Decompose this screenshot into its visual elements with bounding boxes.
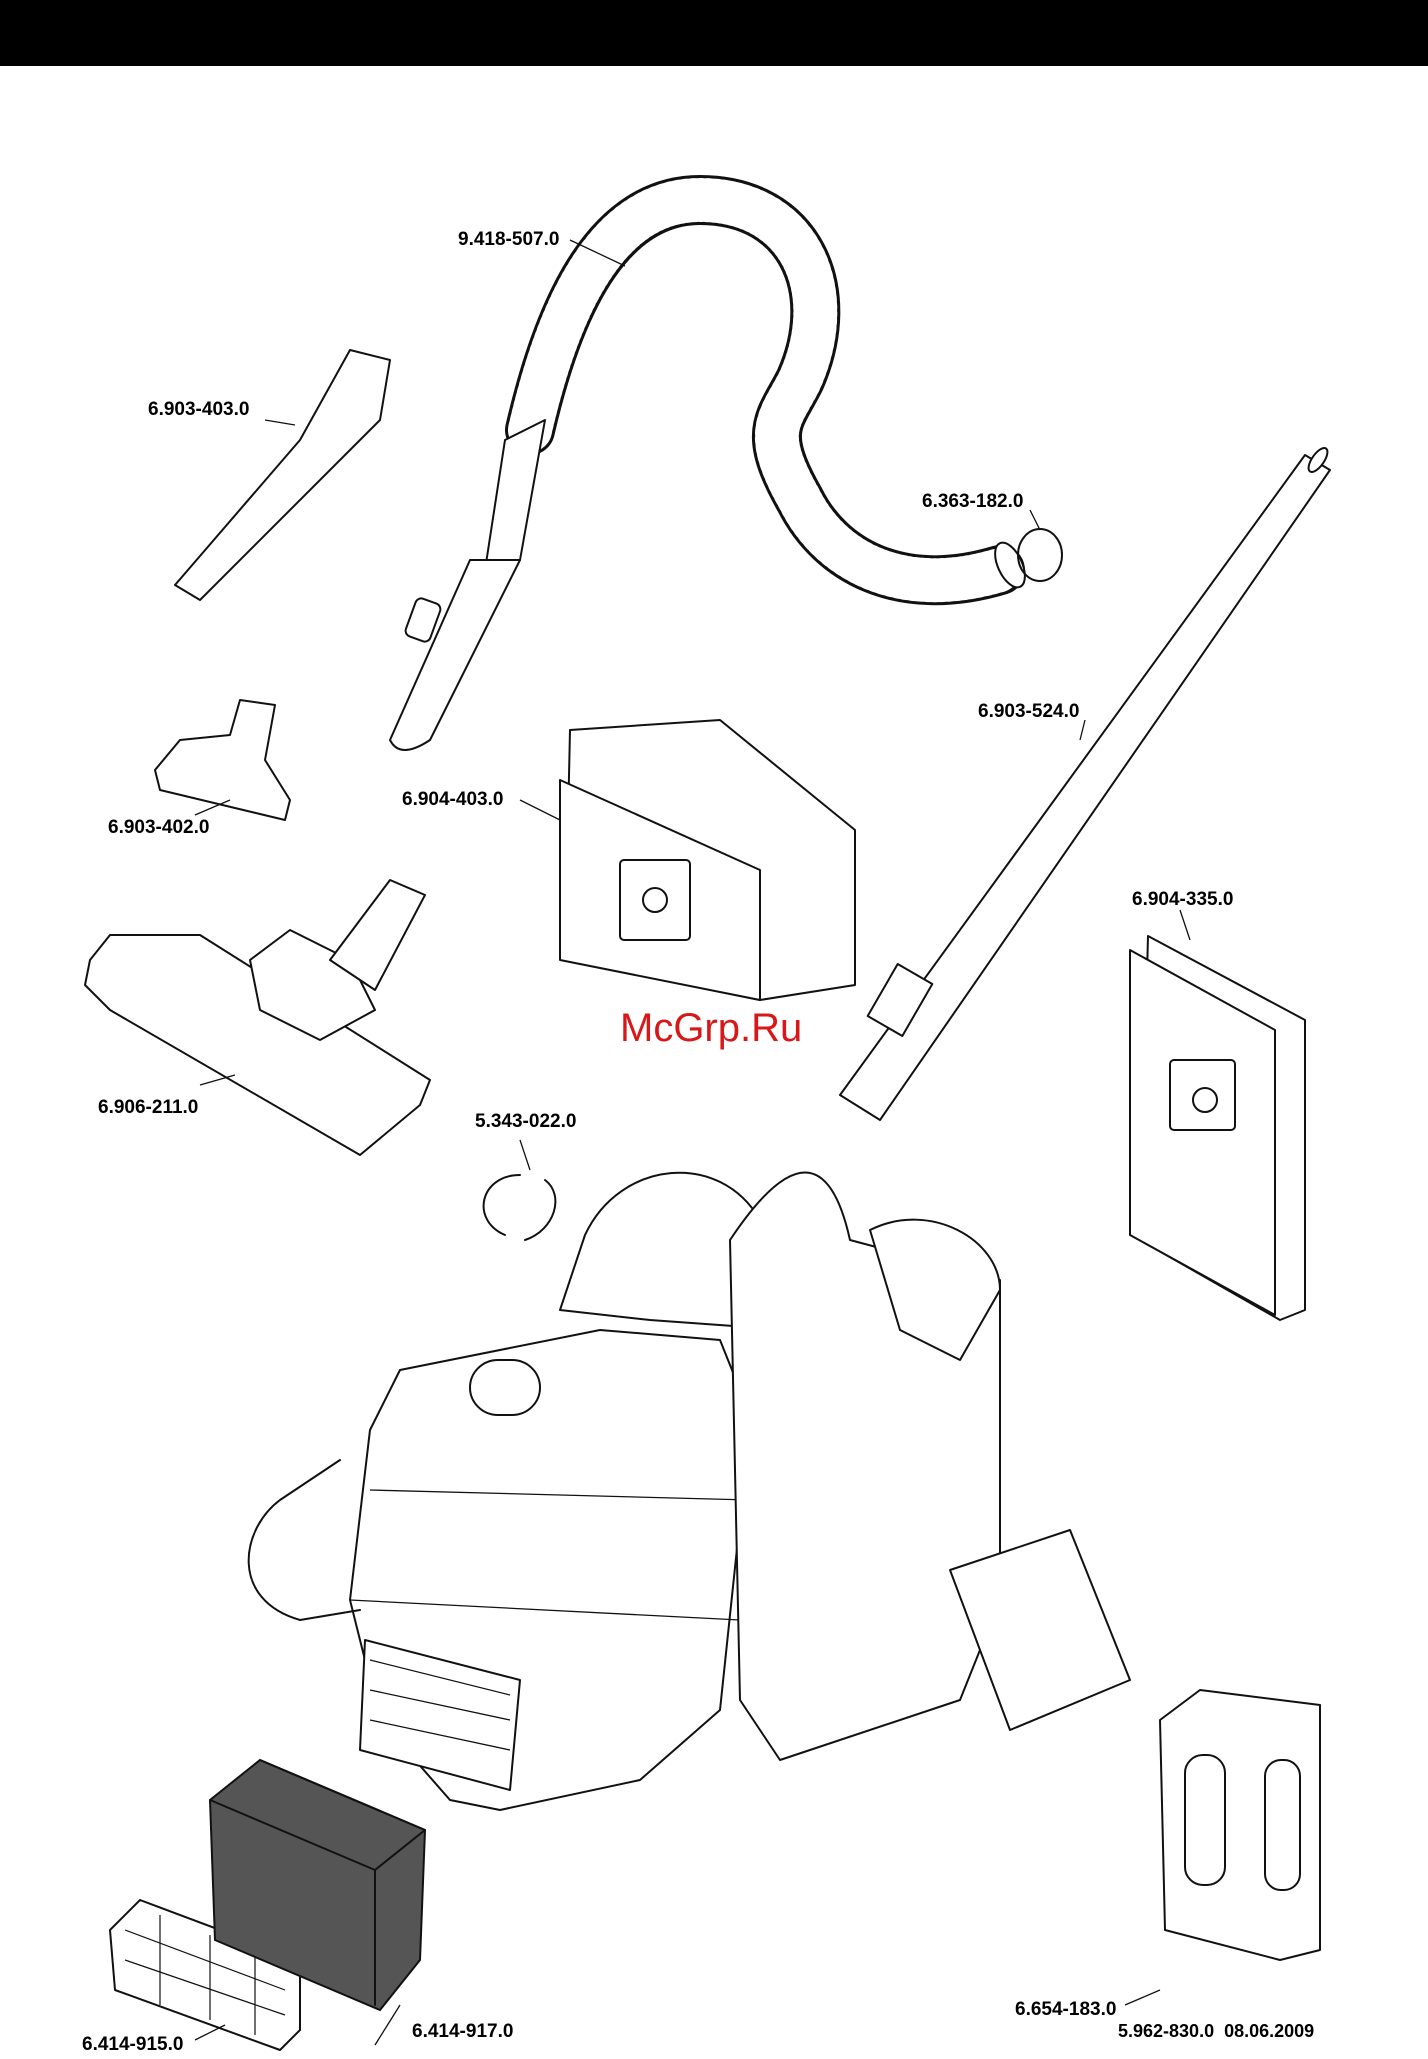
watermark: McGrp.Ru (620, 1008, 802, 1048)
part-label-filter-bag-pack: 6.904-403.0 (402, 790, 503, 809)
part-label-floor-nozzle: 6.906-211.0 (98, 1098, 198, 1117)
part-label-o-ring: 6.363-182.0 (922, 492, 1023, 511)
part-label-clip: 5.343-022.0 (475, 1112, 576, 1131)
upholstery-nozzle-drawing (155, 700, 290, 820)
crevice-nozzle-drawing (175, 350, 390, 600)
hose-drawing (390, 200, 1031, 750)
part-label-fleece-filter-bag-pack: 6.904-335.0 (1132, 890, 1233, 909)
part-label-hose: 9.418-507.0 (458, 230, 559, 249)
part-label-filter-insert: 6.414-917.0 (412, 2022, 513, 2041)
clip-drawing (484, 1175, 556, 1240)
document-date: 08.06.2009 (1224, 2021, 1314, 2041)
part-label-filter-cover: 6.414-915.0 (82, 2035, 183, 2054)
battery-drawing (1160, 1690, 1320, 1960)
part-label-upholstery-nozzle: 6.903-402.0 (108, 818, 209, 837)
o-ring-drawing (1018, 529, 1062, 581)
filter-bag-pack-drawing (560, 720, 855, 1000)
document-number: 5.962-830.0 (1118, 2021, 1214, 2041)
vacuum-body-drawing (249, 1173, 1130, 1811)
part-label-crevice-nozzle: 6.903-403.0 (148, 400, 249, 419)
document-footer: 5.962-830.0 08.06.2009 (1118, 2022, 1314, 2040)
fleece-filter-bag-pack-drawing (1130, 936, 1305, 1320)
part-label-suction-tube: 6.903-524.0 (978, 702, 1079, 721)
part-label-battery: 6.654-183.0 (1015, 2000, 1116, 2019)
